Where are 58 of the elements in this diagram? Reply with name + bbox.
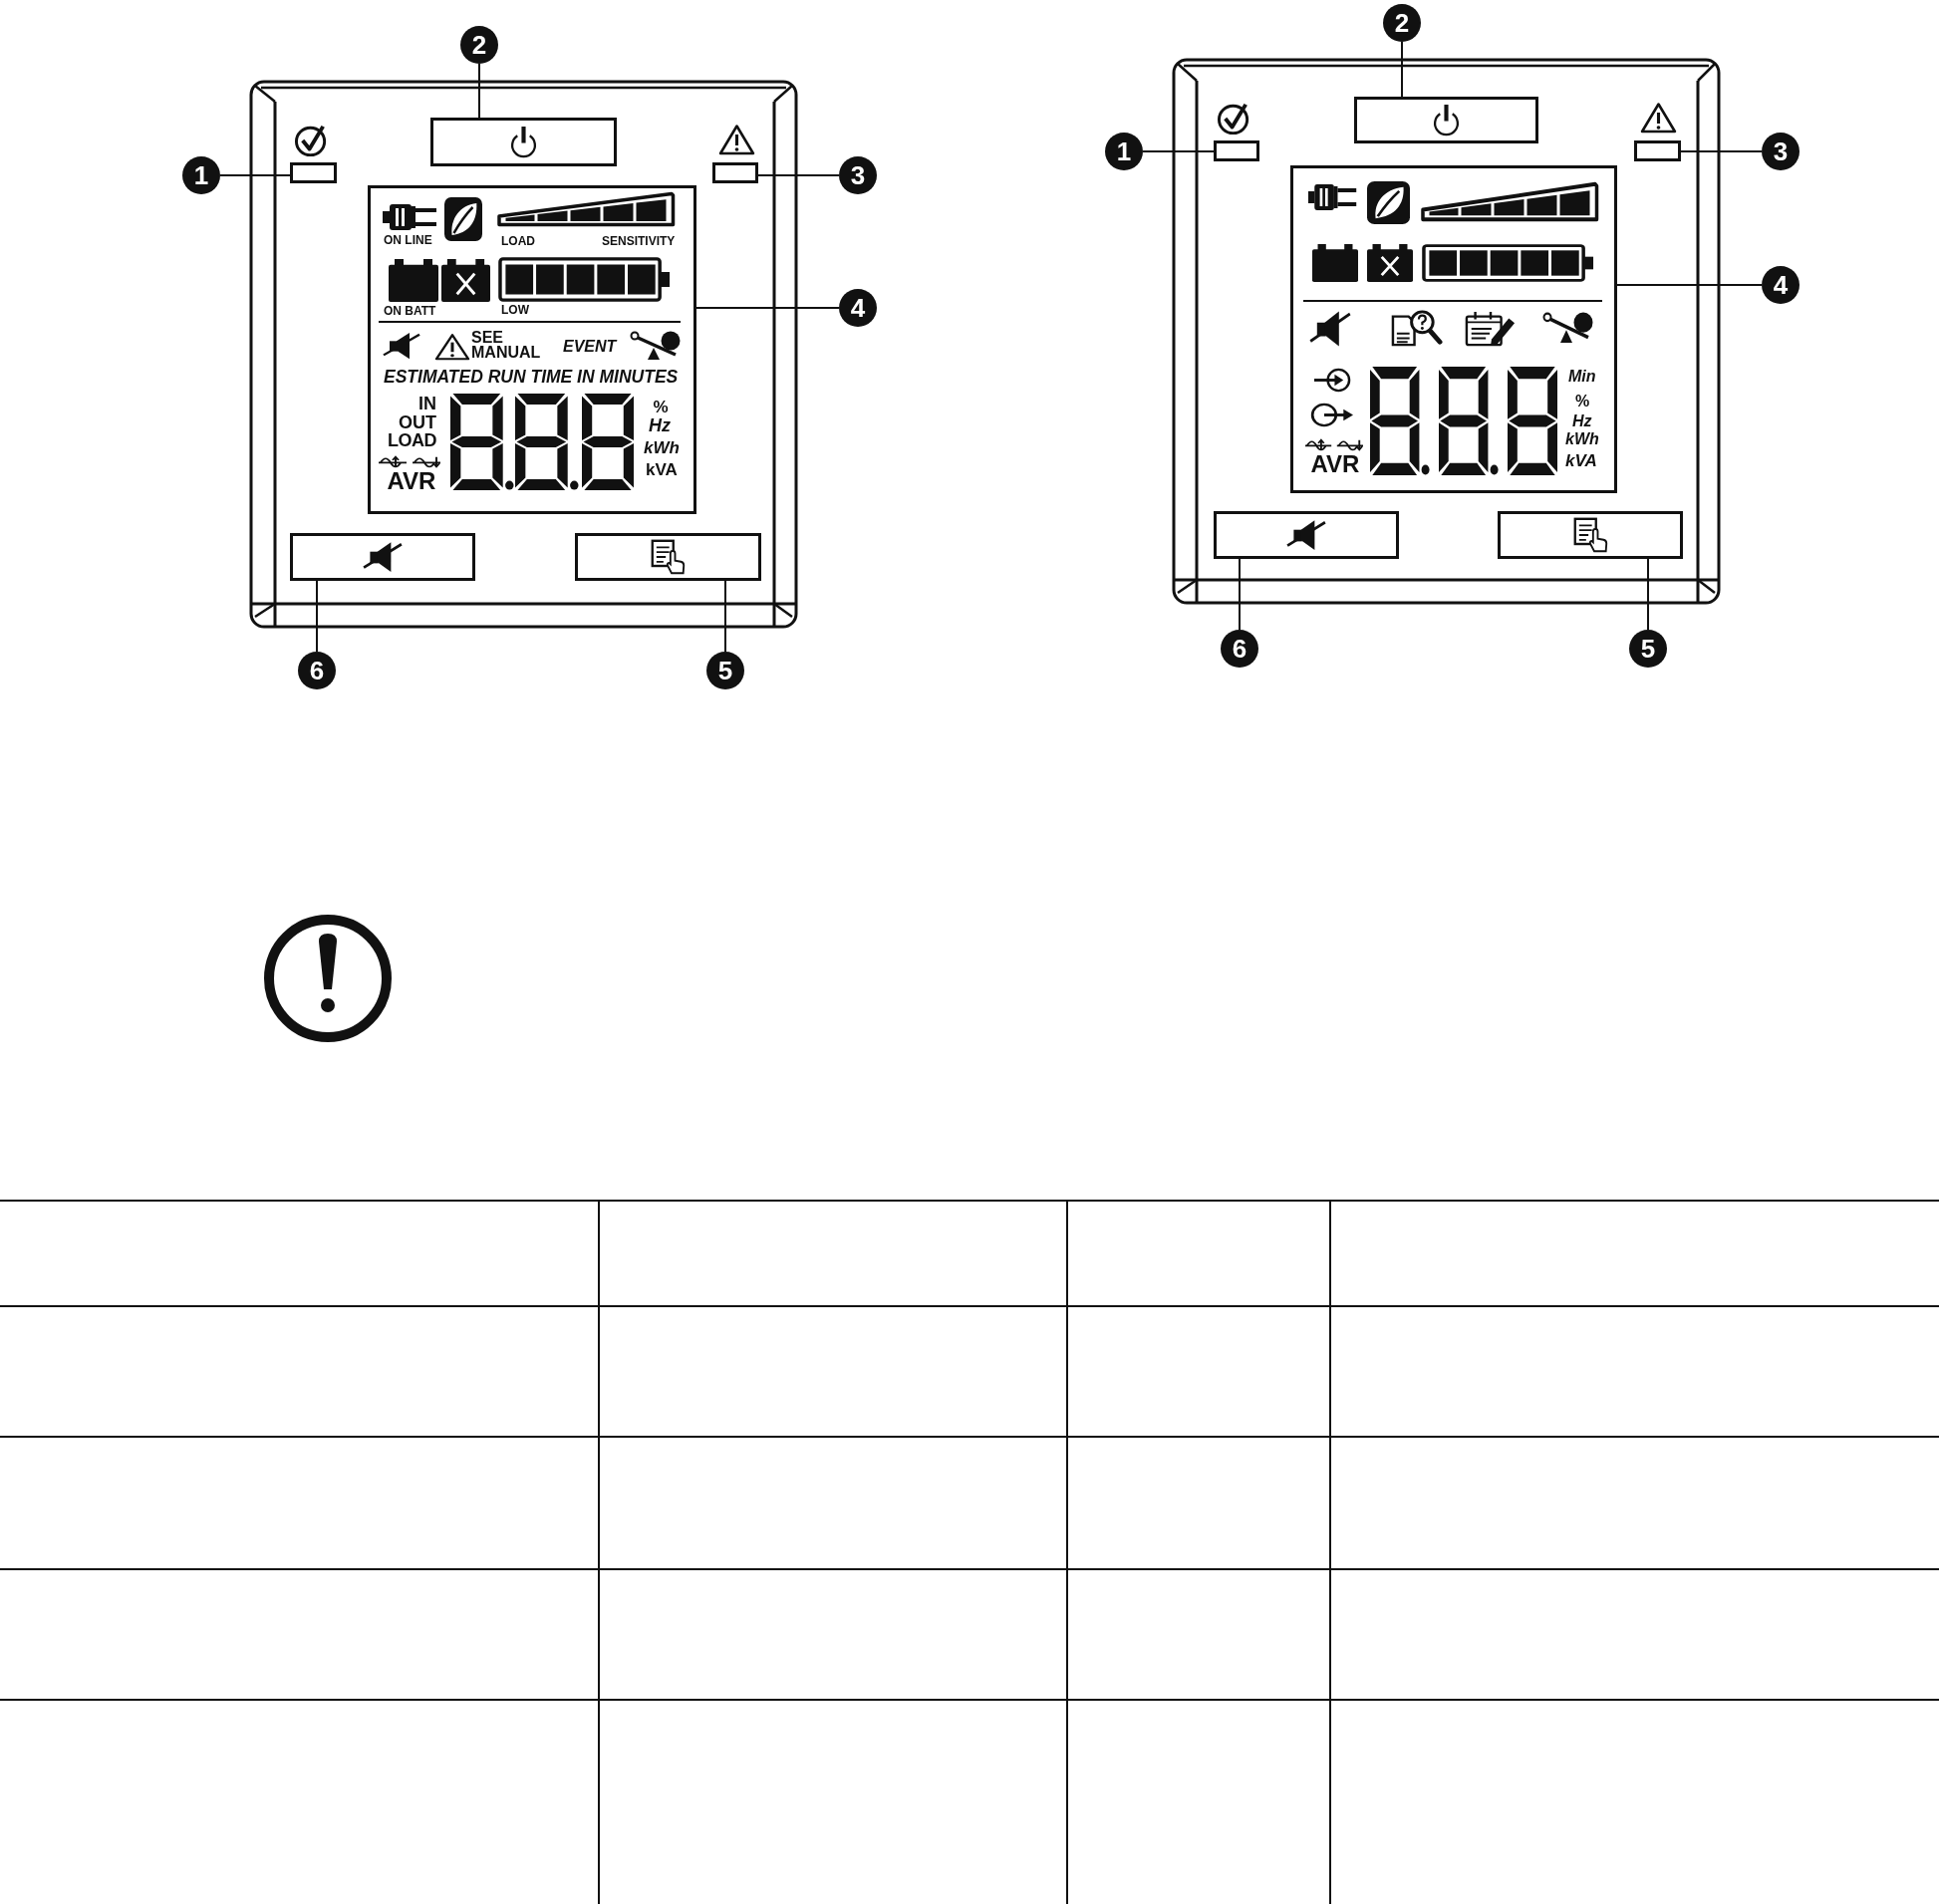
menu-button [575, 533, 761, 581]
unit-label: kVA [646, 461, 678, 478]
lcd-display [1290, 165, 1617, 493]
lcd-label: SEE MANUAL [471, 329, 541, 360]
leader-line [316, 580, 318, 653]
callout-number: 2 [1383, 4, 1421, 42]
unit-label: % [1575, 394, 1590, 410]
mute-button [290, 533, 475, 581]
leader-line [1647, 558, 1649, 631]
unit-label: kWh [1565, 431, 1599, 448]
unit-label: kWh [644, 439, 680, 456]
leader-line [724, 580, 726, 653]
lcd-label: LOAD [388, 430, 436, 449]
lcd-label: ON LINE [384, 233, 432, 246]
lcd-label: LOW [501, 303, 529, 316]
callout-number: 2 [460, 26, 498, 64]
leader-line [478, 63, 480, 119]
lcd-label: EVENT [563, 339, 617, 356]
mute-button [1214, 511, 1399, 559]
power-button [430, 118, 617, 166]
lcd-label: SENSITIVITY [602, 234, 676, 247]
callout-number: 1 [1105, 133, 1143, 170]
lcd-label: ESTIMATED RUN TIME IN MINUTES [384, 368, 679, 387]
callout-number: 3 [839, 156, 877, 194]
leader-line [757, 174, 840, 176]
callout-number: 4 [839, 289, 877, 327]
power-button [1354, 97, 1538, 143]
callout-number: 5 [706, 652, 744, 689]
unit-label: kVA [1565, 452, 1597, 469]
callout-number: 3 [1762, 133, 1800, 170]
lcd-label: ON BATT [384, 304, 436, 317]
callout-number: 1 [182, 156, 220, 194]
led-indicator [1214, 140, 1259, 161]
callout-number: 5 [1629, 630, 1667, 668]
lcd-label: OUT [399, 412, 436, 431]
led-indicator [290, 162, 337, 183]
lcd-label: AVR [387, 469, 436, 494]
leader-line [1142, 150, 1215, 152]
led-indicator [1634, 140, 1681, 161]
lcd-display [368, 185, 696, 514]
menu-button [1498, 511, 1683, 559]
leader-line [219, 174, 291, 176]
callout-number: 6 [298, 652, 336, 689]
lcd-label: IN [418, 394, 436, 412]
unit-label: Hz [649, 415, 671, 434]
lcd-label: LOAD [501, 234, 535, 247]
leader-line [1616, 284, 1763, 286]
lcd-label: AVR [1310, 452, 1360, 477]
callout-number: 4 [1762, 266, 1800, 304]
callout-number: 6 [1221, 630, 1258, 668]
unit-label: % [653, 399, 669, 415]
unit-label: Hz [1572, 413, 1592, 430]
leader-line [695, 307, 840, 309]
led-indicator [712, 162, 758, 183]
unit-label: Min [1568, 369, 1596, 386]
leader-line [1401, 41, 1403, 98]
leader-line [1680, 150, 1763, 152]
leader-line [1239, 558, 1241, 631]
